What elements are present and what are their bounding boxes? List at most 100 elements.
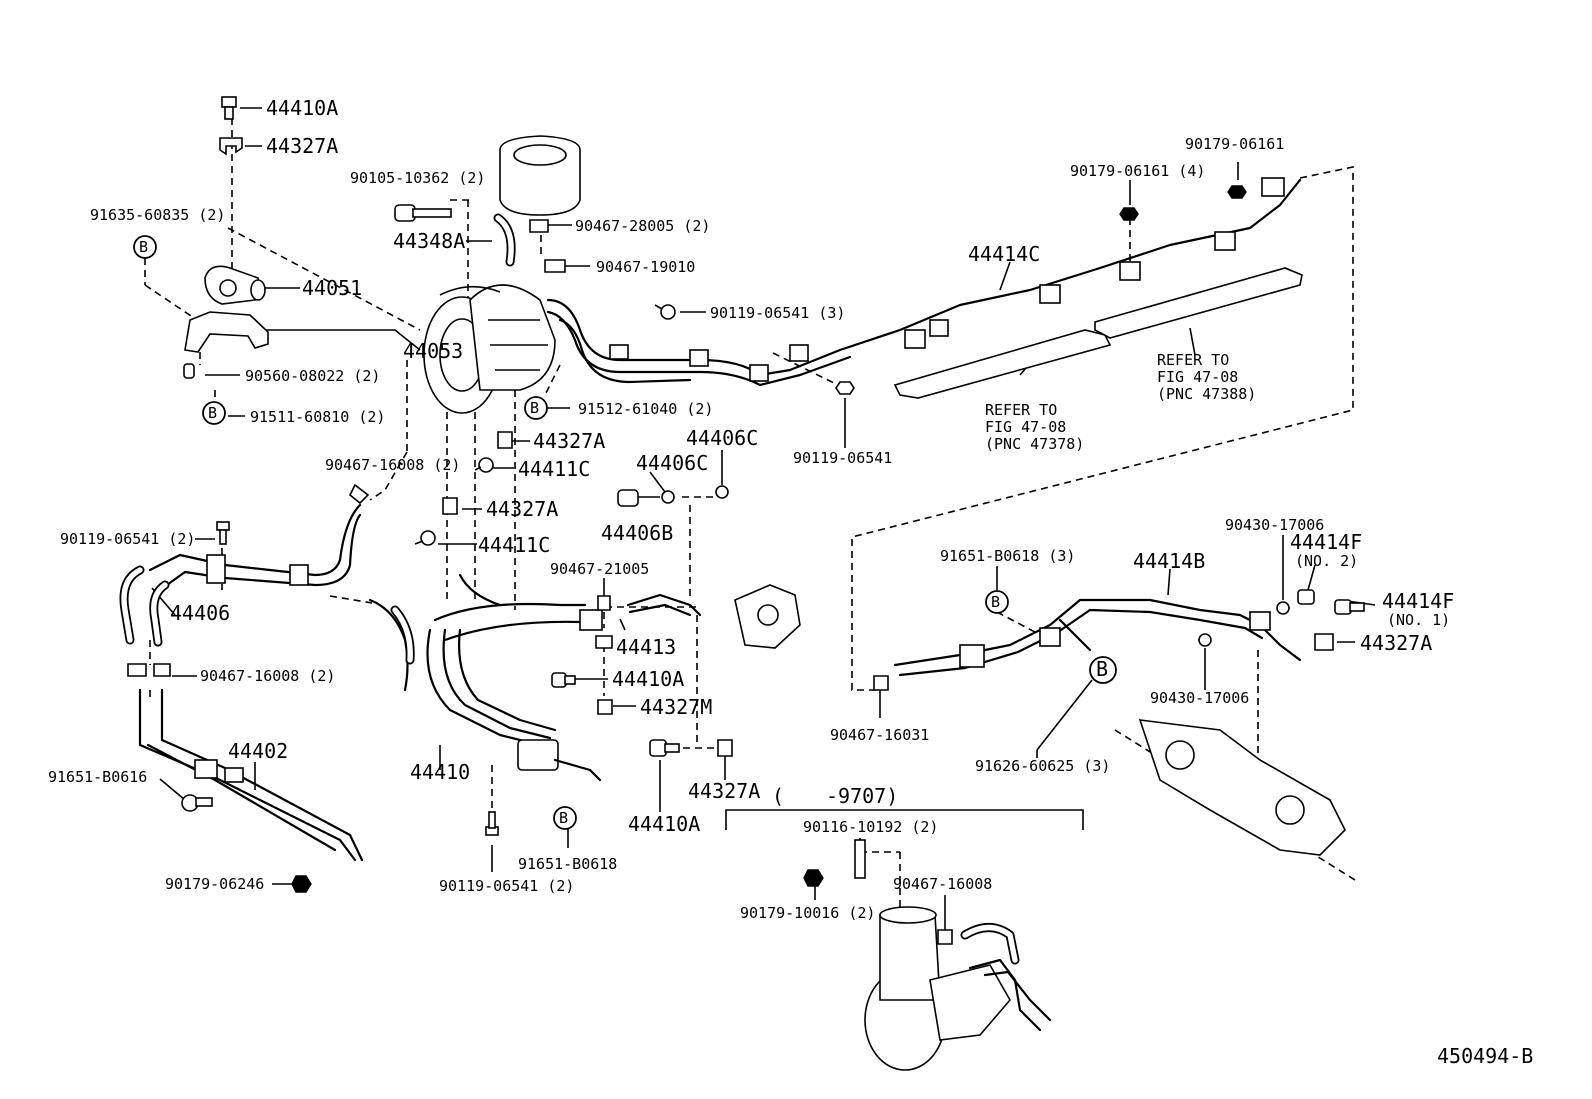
pipe-clamp bbox=[609, 344, 629, 360]
clamp-90467-28005 bbox=[529, 219, 549, 233]
label-91626-60625: 91626-60625 (3) bbox=[975, 757, 1110, 775]
label-44327a-top: 44327A bbox=[266, 134, 338, 158]
label-90430-17006-top: 90430-17006 bbox=[1225, 516, 1324, 534]
pipe-clamp bbox=[1039, 284, 1061, 304]
pipe-clamp bbox=[224, 767, 244, 783]
bolt-44414f-no2 bbox=[1297, 589, 1315, 605]
clamp-90467-16008 bbox=[348, 483, 370, 505]
clip-44327a-top bbox=[219, 137, 243, 156]
clamp-90467-16031 bbox=[873, 675, 889, 691]
nut-90179-06246 bbox=[291, 875, 312, 893]
label-90467-16008: 90467-16008 bbox=[893, 875, 992, 893]
bolt-91651-b0616 bbox=[181, 794, 213, 812]
clip-44327a-mid bbox=[497, 431, 513, 449]
clamp-90467-16008-b bbox=[127, 663, 147, 677]
label-90467-19010: 90467-19010 bbox=[596, 258, 695, 276]
bolt-44410a-top bbox=[221, 96, 237, 120]
label-90119-06541-2b: 90119-06541 (2) bbox=[439, 877, 574, 895]
label-44414f-no1-sub: (NO. 1) bbox=[1387, 611, 1450, 629]
nut-90179-06161 bbox=[1119, 207, 1139, 221]
pipe-clamp bbox=[789, 344, 809, 362]
label-44410a-top: 44410A bbox=[266, 96, 338, 120]
pipe-bracket bbox=[206, 554, 226, 584]
marker-b-label: B bbox=[991, 593, 1000, 611]
pipe-clamp bbox=[579, 609, 603, 631]
bracket-44413 bbox=[595, 635, 613, 649]
washer-90430-17006 bbox=[1198, 633, 1212, 647]
label-44413: 44413 bbox=[616, 635, 676, 659]
stud-90116 bbox=[854, 839, 866, 879]
label-91512-61040: 91512-61040 (2) bbox=[578, 400, 713, 418]
gear-housing-small bbox=[734, 584, 801, 649]
pipe-clamp bbox=[959, 644, 985, 668]
label-90116-10192: 90116-10192 (2) bbox=[803, 818, 938, 836]
bolt-90119-06541-2b bbox=[485, 811, 499, 836]
clip-44327m bbox=[597, 699, 613, 715]
label-44051: 44051 bbox=[302, 276, 362, 300]
figure-id: 450494-B bbox=[1437, 1044, 1533, 1068]
bolt-44410a-low bbox=[649, 739, 680, 757]
marker-b-label: B bbox=[139, 238, 148, 256]
pipe-clamp bbox=[1214, 231, 1236, 251]
label-90179-06161: 90179-06161 bbox=[1185, 135, 1284, 153]
marker-b-label: B bbox=[530, 399, 539, 417]
bolt-90119-06541-3 bbox=[654, 304, 676, 320]
label-44327a-low: 44327A bbox=[688, 779, 760, 803]
marker-b bbox=[133, 235, 1117, 830]
label-44414b: 44414B bbox=[1133, 549, 1205, 573]
nut-90179-10016 bbox=[803, 869, 824, 887]
pipe-clamp bbox=[929, 319, 949, 337]
label-44327a-right: 44327A bbox=[1360, 631, 1432, 655]
clamp-90467-21005 bbox=[597, 595, 611, 611]
label-44411c-1: 44411C bbox=[518, 457, 590, 481]
part-labels: 44410A 44327A 91635-60835 (2) B 44051 44… bbox=[48, 96, 1533, 1068]
date-range-open: ( bbox=[772, 784, 784, 808]
bolt-44411c-1 bbox=[474, 457, 494, 473]
label-44406c-1: 44406C bbox=[686, 426, 758, 450]
label-90119-06541: 90119-06541 bbox=[793, 449, 892, 467]
label-90179-06246: 90179-06246 bbox=[165, 875, 264, 893]
pipe-clamp bbox=[1039, 627, 1061, 647]
label-44327a-mid1: 44327A bbox=[533, 429, 605, 453]
label-44410a-mid: 44410A bbox=[612, 667, 684, 691]
refer-fig-47-08-a: FIG 47-08 bbox=[985, 418, 1066, 436]
banjo-bolt-44406b bbox=[617, 489, 639, 507]
floor-rail-47378 bbox=[893, 329, 1112, 399]
label-44406b: 44406B bbox=[601, 521, 673, 545]
label-44402: 44402 bbox=[228, 739, 288, 763]
clamp-90467-16008-b bbox=[153, 663, 171, 677]
label-91651-b0618: 91651-B0618 bbox=[518, 855, 617, 873]
bolt-44411c-2 bbox=[414, 530, 436, 546]
label-44406: 44406 bbox=[170, 601, 230, 625]
bolt-90119-06541-2 bbox=[216, 521, 230, 545]
bolt-44410a-mid bbox=[551, 672, 576, 688]
reservoir bbox=[499, 135, 581, 216]
nut-90119-06541 bbox=[835, 381, 855, 395]
bolt-44414f-no1 bbox=[1334, 599, 1365, 615]
label-90467-16008-2a: 90467-16008 (2) bbox=[325, 456, 460, 474]
pipe-union bbox=[517, 739, 559, 771]
label-91651-b0616: 91651-B0616 bbox=[48, 768, 147, 786]
label-91511-60810: 91511-60810 (2) bbox=[250, 408, 385, 426]
date-range-end: -9707) bbox=[826, 784, 898, 808]
label-90467-16008-2b: 90467-16008 (2) bbox=[200, 667, 335, 685]
marker-b-label: B bbox=[559, 809, 568, 827]
washer-44406c bbox=[661, 490, 675, 504]
refer-fig-47-08-a: REFER TO bbox=[985, 401, 1057, 419]
clip-44327a-right bbox=[1314, 633, 1334, 651]
gear-box-lower bbox=[864, 906, 1052, 1071]
label-90119-06541-3: 90119-06541 (3) bbox=[710, 304, 845, 322]
pipe-clamp bbox=[289, 564, 309, 586]
floor-rail-47388 bbox=[1094, 267, 1303, 339]
valve-44051 bbox=[204, 265, 266, 305]
label-44411c-2: 44411C bbox=[478, 533, 550, 557]
nut-90179-06161 bbox=[1227, 185, 1247, 199]
label-44348a: 44348A bbox=[393, 229, 465, 253]
label-90179-06161-4: 90179-06161 (4) bbox=[1070, 162, 1205, 180]
clip-44327a-mid2 bbox=[442, 497, 458, 515]
label-90179-10016: 90179-10016 (2) bbox=[740, 904, 875, 922]
refer-fig-47-08-a: (PNC 47378) bbox=[985, 435, 1084, 453]
marker-b-label: B bbox=[1096, 657, 1108, 681]
label-44414c: 44414C bbox=[968, 242, 1040, 266]
